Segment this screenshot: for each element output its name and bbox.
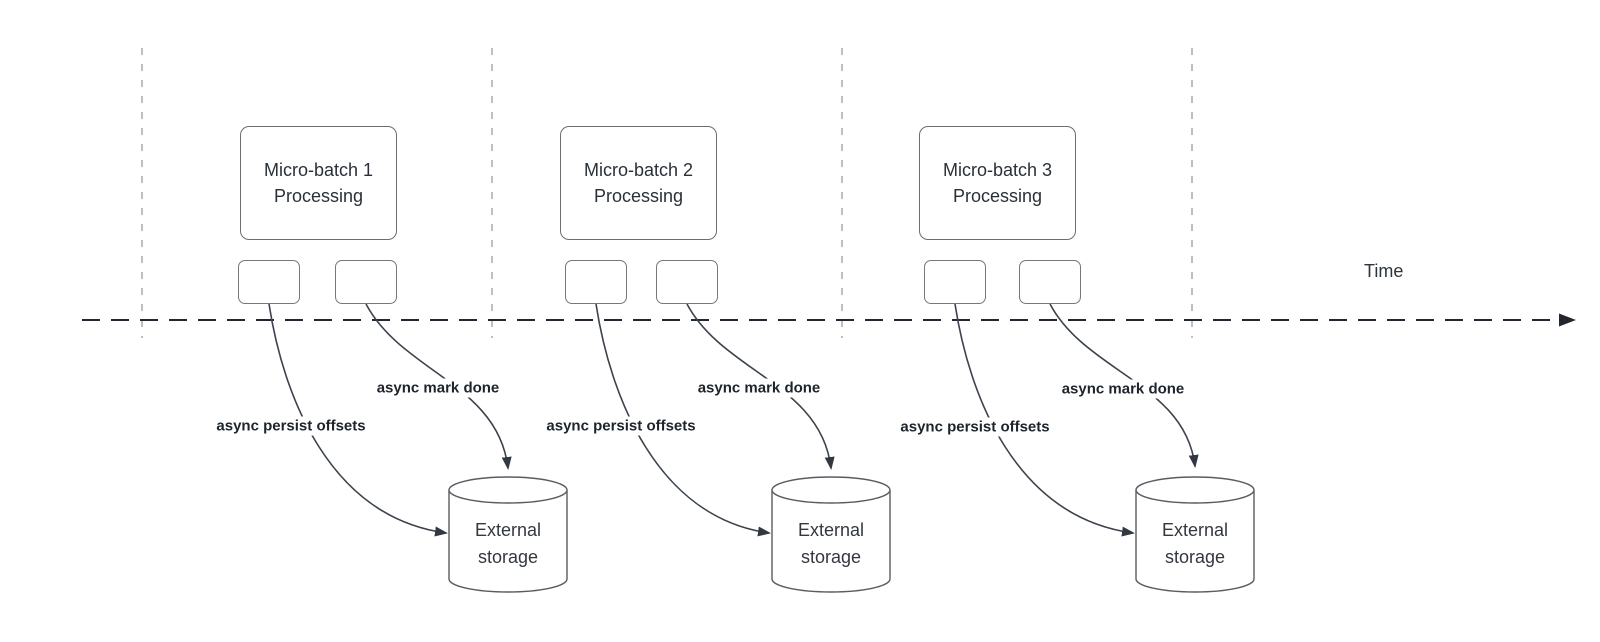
processing-box-title-line2: Processing xyxy=(273,186,364,206)
persist-offsets-connector-1 xyxy=(268,303,448,537)
storage-label-line1: External xyxy=(1161,520,1229,540)
cylinder-top xyxy=(1135,476,1255,504)
offset-chip-2b xyxy=(656,260,718,304)
offset-chip-1b xyxy=(335,260,397,304)
async-mark-done-label-3: async mark done xyxy=(1058,379,1188,399)
offset-chip-3b xyxy=(1019,260,1081,304)
cylinder-body xyxy=(1135,490,1255,593)
async-persist-offsets-label-3: async persist offsets xyxy=(897,417,1053,437)
micro-batch-2-processing-box: Micro-batch 2 Processing xyxy=(560,126,717,240)
async-persist-offsets-label-2: async persist offsets xyxy=(543,416,699,436)
cylinder-body xyxy=(448,490,568,593)
storage-label-line2: storage xyxy=(1164,547,1226,567)
async-mark-done-label-1: async mark done xyxy=(373,378,503,398)
external-storage-cylinder-1 xyxy=(448,476,568,593)
offset-chip-2a xyxy=(565,260,627,304)
cylinder-top xyxy=(448,476,568,504)
processing-box-title-line1: Micro-batch 1 xyxy=(263,160,374,180)
async-persist-offsets-label-1: async persist offsets xyxy=(213,416,369,436)
cylinder-top xyxy=(771,476,891,504)
processing-box-title-line1: Micro-batch 3 xyxy=(942,160,1053,180)
external-storage-label-2: External storage xyxy=(776,517,886,571)
persist-offsets-connector-2 xyxy=(595,303,771,537)
external-storage-cylinder-3 xyxy=(1135,476,1255,593)
storage-label-line1: External xyxy=(797,520,865,540)
time-axis-label: Time xyxy=(1364,261,1404,281)
cylinder-body xyxy=(771,490,891,593)
storage-label-line2: storage xyxy=(800,547,862,567)
persist-offsets-connector-3 xyxy=(954,303,1135,537)
offset-chip-3a xyxy=(924,260,986,304)
offset-chip-1a xyxy=(238,260,300,304)
external-storage-label-1: External storage xyxy=(453,517,563,571)
storage-label-line2: storage xyxy=(477,547,539,567)
micro-batch-1-processing-box: Micro-batch 1 Processing xyxy=(240,126,397,240)
async-mark-done-label-2: async mark done xyxy=(694,378,824,398)
processing-box-title-line2: Processing xyxy=(952,186,1043,206)
storage-label-line1: External xyxy=(474,520,542,540)
processing-box-title-line2: Processing xyxy=(593,186,684,206)
processing-box-title-line1: Micro-batch 2 xyxy=(583,160,694,180)
micro-batch-3-processing-box: Micro-batch 3 Processing xyxy=(919,126,1076,240)
external-storage-cylinder-2 xyxy=(771,476,891,593)
batch-interval-guides xyxy=(141,48,1193,338)
external-storage-label-3: External storage xyxy=(1140,517,1250,571)
